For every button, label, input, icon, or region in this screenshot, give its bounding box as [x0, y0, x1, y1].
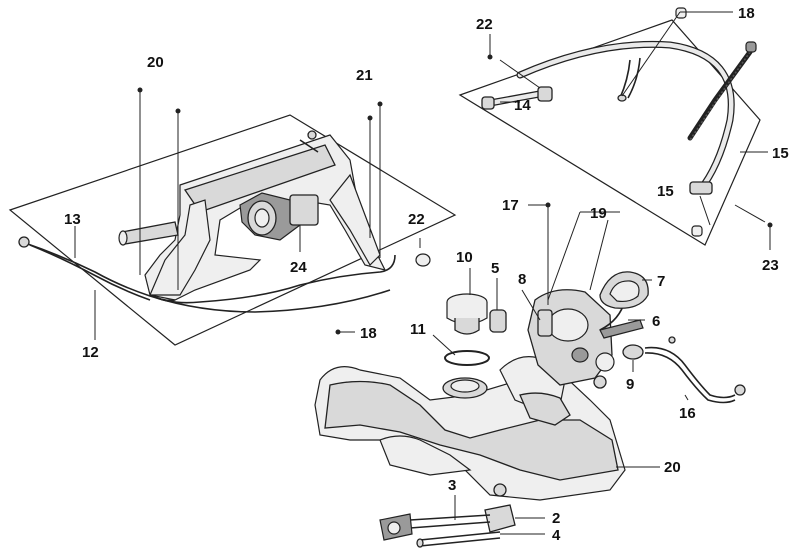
callout-13: 13 [64, 211, 81, 228]
callout-19: 19 [590, 205, 607, 222]
cap-gasket [444, 350, 490, 366]
fuel-hose [481, 7, 757, 237]
callout-6: 6 [652, 313, 660, 330]
left-panel-outline [8, 114, 457, 346]
callout-20b: 21 [356, 67, 373, 84]
callout-9: 9 [626, 376, 634, 393]
callout-11: 11 [410, 321, 426, 338]
part-6 [599, 319, 644, 339]
part-5 [489, 309, 507, 333]
right-panel-outline [458, 19, 761, 246]
callout-21: 22 [408, 211, 425, 228]
washer-21 [415, 253, 431, 267]
callout-2: 2 [552, 510, 560, 527]
fuel-valve [379, 483, 516, 548]
vent-hose [622, 336, 746, 404]
pump-ring-7 [599, 271, 649, 309]
callout-16: 15 [772, 145, 789, 162]
fuel-tank [314, 356, 626, 501]
callout-20a: 20 [147, 54, 164, 71]
callout-15a: 14 [514, 97, 531, 114]
callout-4: 4 [552, 527, 561, 544]
callout-10: 10 [456, 249, 473, 266]
leader-lines [74, 11, 773, 535]
callout-5: 5 [491, 260, 499, 277]
callout-18b: 18 [360, 325, 377, 342]
fuel-pump [527, 289, 626, 389]
callout-12: 12 [82, 344, 99, 361]
fuel-cap [446, 293, 488, 335]
callout-15b: 15 [657, 183, 674, 200]
callout-7: 7 [657, 273, 665, 290]
callout-22b: 23 [762, 257, 779, 274]
throttle-cable [18, 236, 391, 313]
callout-24: 24 [290, 259, 307, 276]
screws-20 [137, 87, 383, 290]
bracket-frame [118, 130, 396, 304]
callout-3: 3 [448, 477, 456, 494]
callout-8: 8 [518, 271, 526, 288]
callout-23: 20 [664, 459, 681, 476]
callout-18a: 17 [502, 197, 519, 214]
callout-14: 16 [679, 405, 696, 422]
callout-17: 18 [738, 5, 755, 22]
callout-22a: 22 [476, 16, 493, 33]
callout-labels: 22 18 14 15 15 23 20 21 13 12 24 22 17 1… [64, 5, 789, 544]
